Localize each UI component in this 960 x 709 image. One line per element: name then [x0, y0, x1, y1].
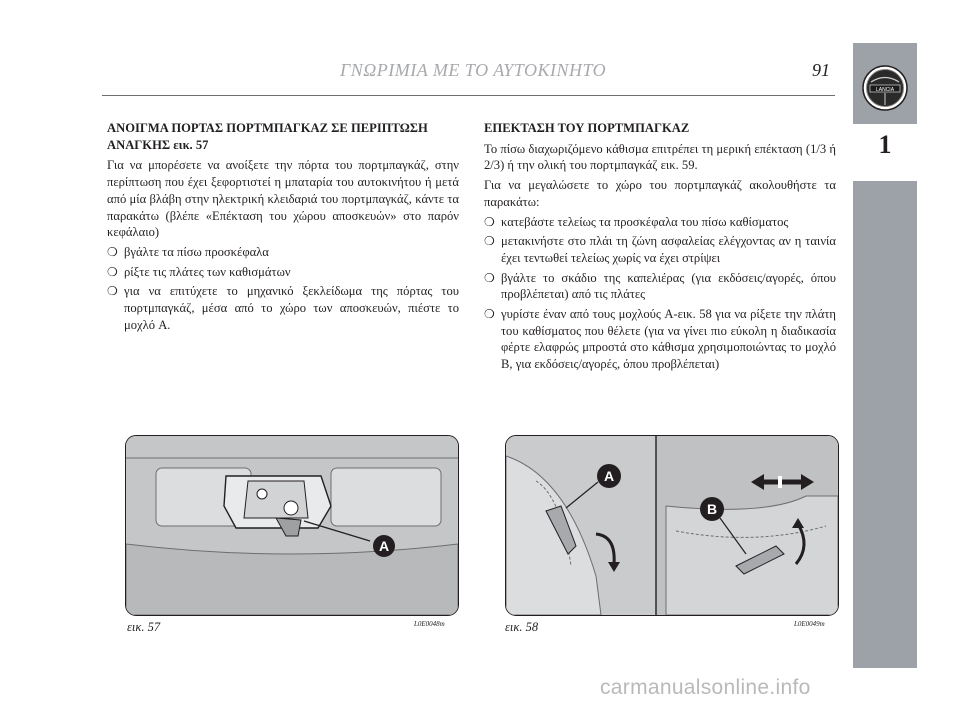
section-heading-emergency-opening: ΑΝΟΙΓΜΑ ΠΟΡΤΑΣ ΠΟΡΤΜΠΑΓΚΑΖ ΣΕ ΠΕΡΙΠΤΩΣΗ …: [107, 120, 459, 153]
bullet-icon: ❍: [484, 214, 495, 229]
chapter-number: 1: [878, 130, 892, 159]
double-arrow-icon: [751, 474, 814, 490]
paragraph: Το πίσω διαχωριζόμενο κάθισμα επιτρέπει …: [484, 141, 836, 173]
label-a: A: [604, 468, 614, 484]
list-item: ❍ κατεβάστε τελείως τα προσκέφαλα του πίσ…: [484, 214, 836, 231]
bullet-icon: ❍: [107, 284, 118, 299]
bullet-icon: ❍: [484, 234, 495, 249]
left-column: ΑΝΟΙΓΜΑ ΠΟΡΤΑΣ ΠΟΡΤΜΠΑΓΚΑΖ ΣΕ ΠΕΡΙΠΤΩΣΗ …: [107, 120, 459, 336]
bullet-icon: ❍: [107, 244, 118, 259]
figure-57-caption: εικ. 57: [127, 620, 161, 634]
figure-57-illustration: A: [125, 435, 459, 616]
figure-58-code: L0E0049m: [794, 620, 825, 628]
list-item: ❍ βγάλτε τα πίσω προσκέφαλα: [107, 244, 459, 261]
label-b: B: [707, 501, 717, 517]
svg-text:LANCIA: LANCIA: [876, 87, 895, 93]
figure-58-caption: εικ. 58: [505, 620, 539, 634]
list-item-text: βγάλτε τα πίσω προσκέφαλα: [124, 244, 269, 259]
header-title: ΓΝΩΡΙΜΙΑ ΜΕ ΤΟ ΑΥΤΟΚΙΝΗΤΟ: [340, 60, 607, 80]
section-heading-boot-extension: ΕΠΕΚΤΑΣΗ ΤΟΥ ΠΟΡΤΜΠΑΓΚΑΖ: [484, 121, 690, 135]
page-number: 91: [812, 60, 830, 80]
bullet-icon: ❍: [107, 264, 118, 279]
list-item-text: μετακινήστε στο πλάι τη ζώνη ασφαλείας ε…: [501, 234, 836, 265]
figure-58-illustration: A B: [505, 435, 839, 616]
list-item: ❍ ρίξτε τις πλάτες των καθισμάτων: [107, 264, 459, 281]
list-item-text: γυρίστε έναν από τους μοχλούς A-εικ. 58 …: [501, 307, 836, 372]
bullet-icon: ❍: [484, 307, 495, 322]
right-column: ΕΠΕΚΤΑΣΗ ΤΟΥ ΠΟΡΤΜΠΑΓΚΑΖ Το πίσω διαχωρι…: [484, 120, 836, 376]
paragraph: Για να μπορέσετε να ανοίξετε την πόρτα τ…: [107, 158, 459, 240]
figure-57-code: L0E0048m: [414, 620, 445, 628]
paragraph: Για να μεγαλώσετε το χώρο του πορτμπαγκά…: [484, 178, 836, 209]
label-a: A: [379, 538, 389, 554]
instruction-list: ❍ κατεβάστε τελείως τα προσκέφαλα του πίσ…: [484, 214, 836, 373]
figure-reference: εικ. 57: [173, 137, 209, 152]
watermark: carmanualsonline.info: [600, 676, 811, 699]
list-item: ❍ μετακινήστε στο πλάι τη ζώνη ασφαλείας …: [484, 233, 836, 266]
header-rule: [102, 95, 835, 96]
list-item: ❍ για να επιτύχετε το μηχανικό ξεκλείδωμα…: [107, 283, 459, 333]
list-item-text: ρίξτε τις πλάτες των καθισμάτων: [124, 264, 291, 279]
heading-text: ΑΝΟΙΓΜΑ ΠΟΡΤΑΣ ΠΟΡΤΜΠΑΓΚΑΖ ΣΕ ΠΕΡΙΠΤΩΣΗ …: [107, 121, 428, 152]
list-item-text: βγάλτε το σκάδιο της καπελιέρας (για εκδ…: [501, 270, 836, 302]
list-item-text: για να επιτύχετε το μηχανικό ξεκλείδωμα …: [124, 284, 459, 332]
bullet-icon: ❍: [484, 270, 495, 285]
chapter-tab-box: [853, 123, 917, 182]
list-item-text: κατεβάστε τελείως τα προσκέφαλα του πίσω…: [501, 214, 789, 229]
lancia-logo-icon: LANCIA: [862, 65, 908, 111]
list-item: ❍ γυρίστε έναν από τους μοχλούς A-εικ. 58…: [484, 306, 836, 373]
instruction-list: ❍ βγάλτε τα πίσω προσκέφαλα ❍ ρίξτε τις πλ…: [107, 244, 459, 334]
list-item: ❍ βγάλτε το σκάδιο της καπελιέρας (για εκ…: [484, 270, 836, 303]
